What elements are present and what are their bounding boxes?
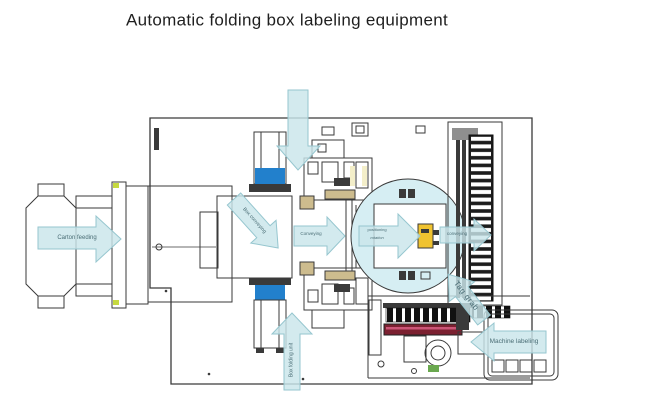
carton-blank bbox=[25, 183, 113, 309]
box-folding-unit-label: Box folding unit bbox=[288, 342, 295, 378]
conveying-arrow bbox=[293, 215, 346, 257]
carton-feeding-label: Carton feeding bbox=[57, 235, 97, 241]
machine-labeling-arrow bbox=[470, 321, 547, 363]
tag-grab-arrow bbox=[447, 273, 492, 326]
box-folding-arrow bbox=[270, 312, 314, 391]
infeed-conveyor bbox=[111, 181, 293, 309]
flow-arrows bbox=[37, 89, 547, 391]
label-magazine bbox=[447, 121, 503, 306]
machine-frame bbox=[149, 117, 533, 385]
transfer-diagonal-arrow bbox=[226, 192, 279, 249]
conveying-label: Conveying bbox=[300, 230, 322, 236]
positioning-arrow bbox=[358, 212, 421, 260]
positioning-label: positioning bbox=[367, 227, 387, 232]
machine-labeling-label: Machine labeling bbox=[489, 337, 539, 345]
diagram-title: Automatic folding box labeling equipment bbox=[126, 10, 448, 30]
infeed-down-arrow bbox=[275, 89, 322, 171]
carton-feeding-arrow bbox=[37, 214, 122, 264]
folding-station-bottom bbox=[249, 267, 373, 353]
label-conveying-label: conveying bbox=[446, 230, 468, 236]
rotation-label: rotation bbox=[370, 235, 384, 240]
label-conveying-arrow bbox=[439, 217, 492, 253]
folding-station-top bbox=[249, 131, 373, 201]
